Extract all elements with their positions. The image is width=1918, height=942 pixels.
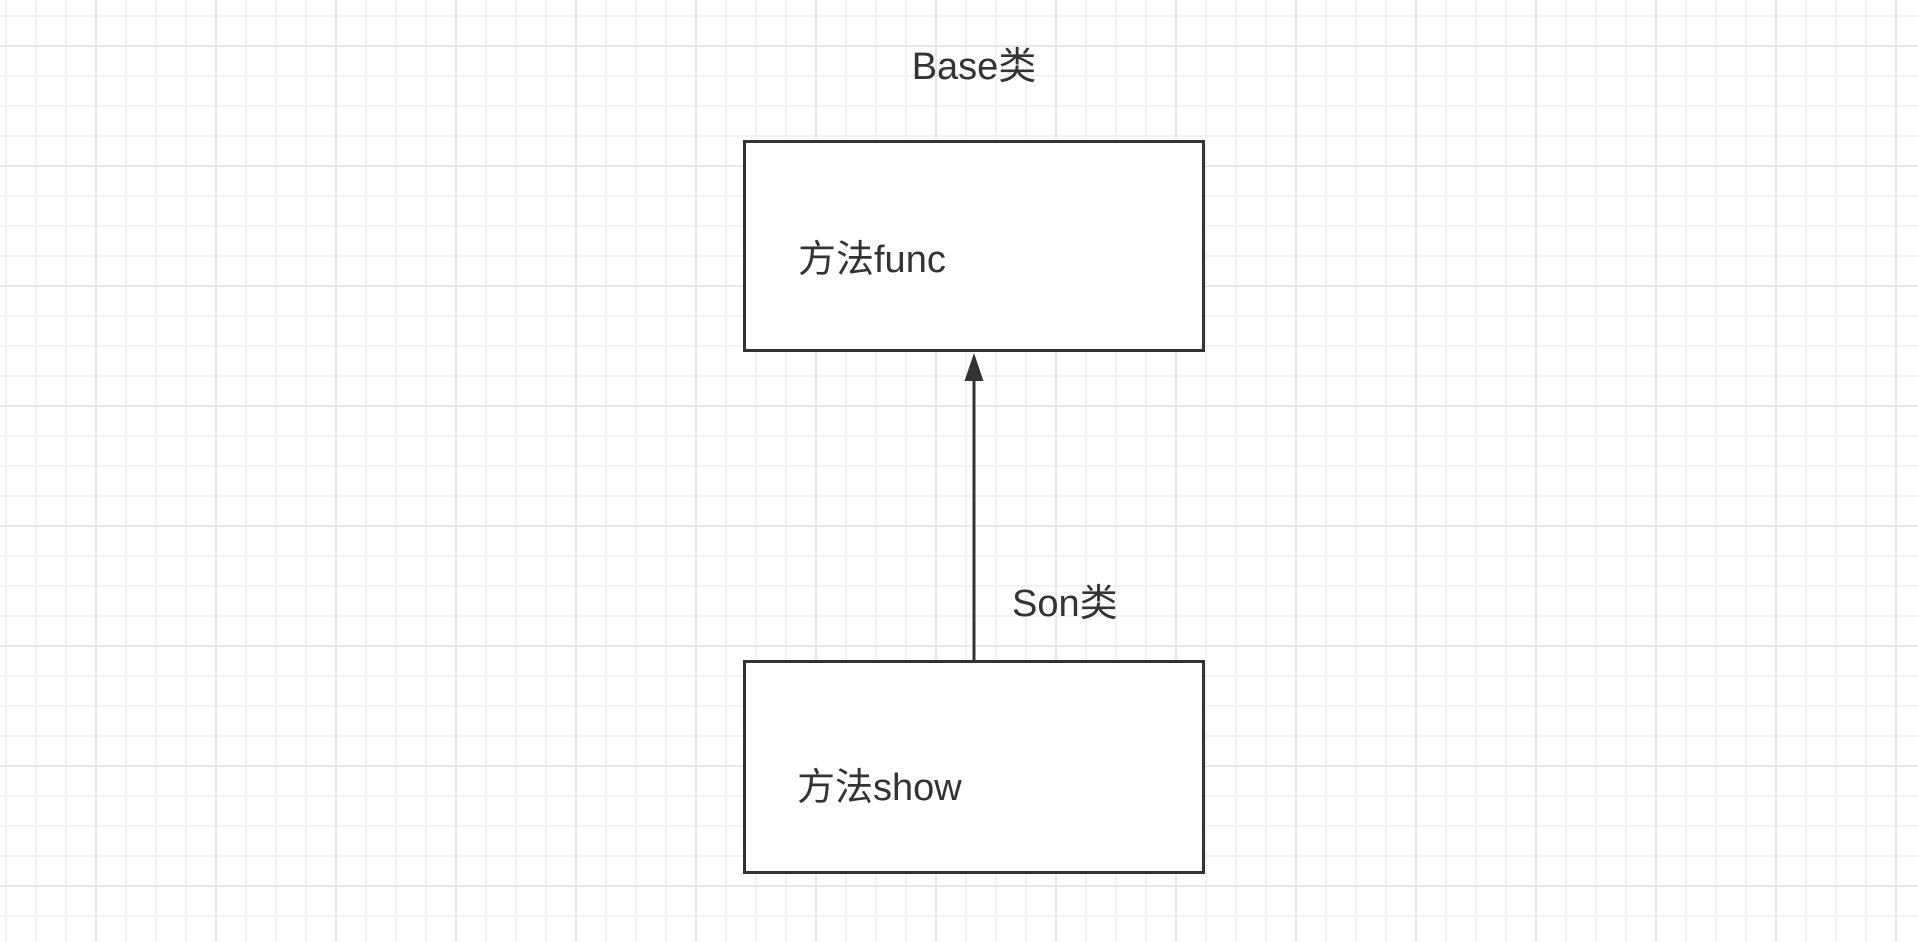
son-class-title[interactable]: Son类 — [1012, 583, 1118, 625]
arrow-head-icon — [964, 353, 984, 381]
inheritance-arrow[interactable] — [954, 351, 994, 660]
base-class-box[interactable]: 方法func — [743, 140, 1205, 352]
son-class-method-label: 方法show — [797, 767, 962, 809]
base-class-title[interactable]: Base类 — [911, 46, 1037, 88]
son-class-box[interactable]: 方法show — [743, 660, 1205, 874]
base-class-method-label: 方法func — [798, 239, 946, 281]
